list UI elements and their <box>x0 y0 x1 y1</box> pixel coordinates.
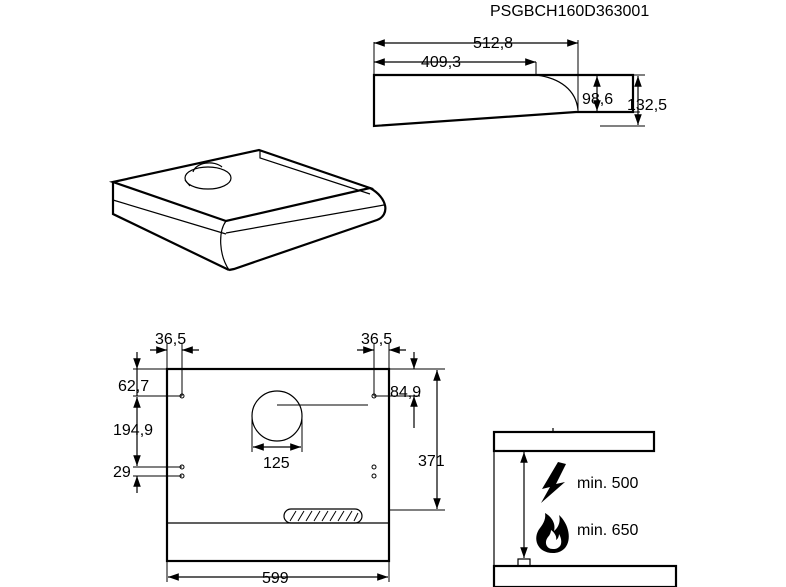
side-view-front-curve <box>535 74 579 111</box>
dim-height-front: 98,6 <box>582 91 613 108</box>
side-view: 512,8 409,3 98,6 132,5 <box>372 35 667 128</box>
lightning-icon <box>541 462 566 503</box>
dim-lower-spacing: 29 <box>113 464 131 481</box>
install-hood <box>492 430 656 453</box>
electric-min-distance: min. 500 <box>577 475 638 492</box>
front-view-body <box>165 367 391 563</box>
dim-offset-left: 36,5 <box>155 331 186 348</box>
installation-view: min. 500 min. 650 <box>492 428 678 587</box>
dim-hole-spacing: 194,9 <box>113 422 153 439</box>
grease-filter <box>283 508 363 524</box>
dim-top-left-hole: 62,7 <box>118 378 149 395</box>
dim-depth-total: 512,8 <box>473 35 513 52</box>
dim-height-total: 132,5 <box>627 97 667 114</box>
front-view: 36,5 36,5 62,7 194,9 29 84,9 371 <box>113 331 445 587</box>
dim-top-right-hole: 84,9 <box>390 384 421 401</box>
install-hob <box>492 564 678 587</box>
dim-duct-diameter: 125 <box>263 455 290 472</box>
model-code: PSGBCH160D363001 <box>490 3 649 20</box>
duct-opening <box>251 390 303 442</box>
dim-height: 371 <box>418 453 445 470</box>
dim-offset-right: 36,5 <box>361 331 392 348</box>
gas-min-distance: min. 650 <box>577 522 638 539</box>
dim-width: 599 <box>262 570 289 587</box>
dim-depth-partial: 409,3 <box>421 54 461 71</box>
isometric-view <box>108 148 387 272</box>
